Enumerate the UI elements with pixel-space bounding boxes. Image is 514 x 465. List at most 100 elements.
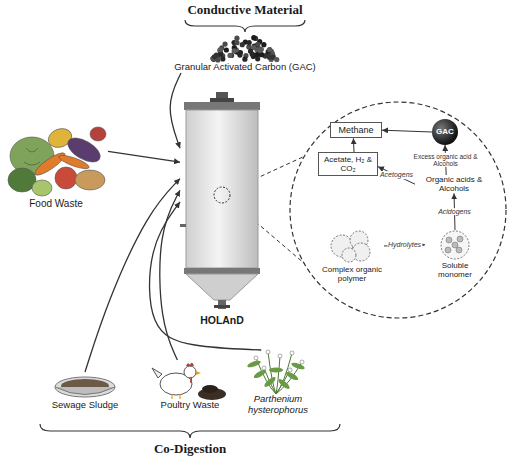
polymer-cluster: Complex organic polymer [320,230,384,283]
node-text: Poultry Waste [148,400,232,411]
section-heading: Conductive Material [170,3,320,18]
illustration-part [196,371,201,375]
node-text: Food Waste [4,198,108,210]
illustration-part [184,268,260,274]
reactor-vessel: HOLAnD [180,92,264,326]
illustration-part [214,187,230,203]
illustration-part [263,376,277,389]
illustration-part [186,110,258,268]
illustration-part [342,248,356,262]
illustration-part [261,42,266,47]
node-text: Organic acids & Alcohols [415,175,493,193]
illustration-part [288,368,292,372]
illustration-part [456,247,462,253]
illustration-part [24,148,40,165]
illustration-part [222,41,227,46]
flow-arrow [170,73,181,148]
intermediate-box: Acetate, H₂ & CO₂ [318,152,378,176]
edge-label: Excess organic acid & Alcohols [412,153,480,167]
illustration-part [184,366,196,378]
illustration-part [217,47,222,52]
reactor-vessel-picture [180,92,264,314]
illustration-part [285,370,300,381]
flow-arrow [382,130,432,132]
illustration-part [445,247,451,253]
edge-label: Acetogens [379,172,414,180]
gac-particle: GAC [432,119,458,145]
poultry-waste-feed: Poultry Waste [148,360,232,411]
intermediate-text: Organic acids & Alcohols [415,175,493,193]
flow-arrow [378,167,415,185]
illustration-part [247,359,262,368]
illustration-part [234,36,239,41]
zoom-circle [290,102,506,318]
node-text: Methane [334,125,378,135]
illustration-part [290,351,294,355]
node-text: Complex organic polymer [320,265,384,283]
food-waste-feed-picture [4,120,108,198]
edge-label: Acidogens [437,208,472,216]
illustration-part [452,242,458,248]
illustration-part [58,153,91,171]
illustration-part [32,150,67,179]
product-box: Methane [330,122,382,138]
illustration-part [300,360,304,364]
gac-material-picture [165,32,325,62]
illustration-part [232,48,237,53]
illustration-part [441,231,469,259]
illustration-part [55,377,115,397]
node-text: Parthenium hysterophorus [236,394,320,416]
illustration-part [259,52,264,57]
illustration-part [250,52,255,57]
weed-feed-picture [236,350,320,394]
node-text: Acetate, H₂ & CO₂ [322,155,374,173]
illustration-part [85,73,455,372]
sewage-sludge-feed: Sewage Sludge [40,372,130,411]
illustration-part [172,394,180,399]
gac-material: Granular Activated Carbon (GAC) [165,32,325,73]
illustration-part [186,274,258,300]
illustration-part [267,55,272,60]
illustration-part [251,35,256,40]
edge-label: Hydrolytes [387,242,422,250]
flow-arrow [108,151,180,162]
weed-feed: Parthenium hysterophorus [236,350,320,416]
illustration-part [262,366,266,370]
node-text: Granular Activated Carbon (GAC) [165,62,325,73]
illustration-part [258,47,263,52]
food-waste-feed: Food Waste [4,120,108,210]
illustration-part [259,47,264,52]
section-heading: Co-Digestion [120,442,260,457]
illustration-part [457,236,463,242]
top-brace [185,20,305,32]
illustration-part [55,167,77,189]
illustration-part [253,368,268,379]
illustration-part [75,170,105,190]
illustration-part [267,47,272,52]
monomer-cluster-picture [425,230,485,261]
node-text: Sewage Sludge [40,400,130,411]
illustration-part [267,47,272,52]
illustration-part [278,354,282,358]
illustration-part [214,52,219,57]
sewage-sludge-feed-picture [40,372,130,400]
illustration-part [202,385,218,393]
illustration-part [214,305,230,308]
node-text: Soluble monomer [425,261,485,279]
illustration-part [234,40,239,45]
illustration-part [190,377,191,382]
bottom-brace [40,424,340,438]
illustration-part [224,47,229,52]
illustration-part [277,378,291,391]
illustration-part [210,98,234,102]
illustration-part [254,356,258,360]
illustration-part [255,42,260,47]
illustration-part [247,40,252,45]
illustration-part [242,57,247,62]
flow-arrow [353,138,355,152]
polymer-cluster-picture [320,230,384,265]
illustration-part [220,56,225,61]
illustration-part [152,368,162,378]
illustration-part [186,363,194,366]
